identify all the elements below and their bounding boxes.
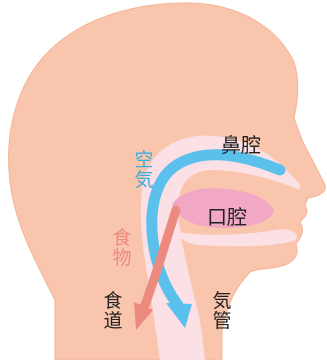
label-esophagus: 食道 [103,290,123,332]
label-air: 空気 [134,149,154,191]
label-food: 食物 [112,227,132,269]
label-nasal-cavity: 鼻腔 [221,133,261,157]
air-arrow-head [166,303,192,328]
tongue-band [178,229,297,247]
label-trachea: 気管 [212,290,232,332]
food-flow-arrow [140,205,181,310]
oral-cavity-shape [172,188,274,228]
label-oral-cavity: 口腔 [207,205,247,229]
food-arrow-head [134,302,153,330]
